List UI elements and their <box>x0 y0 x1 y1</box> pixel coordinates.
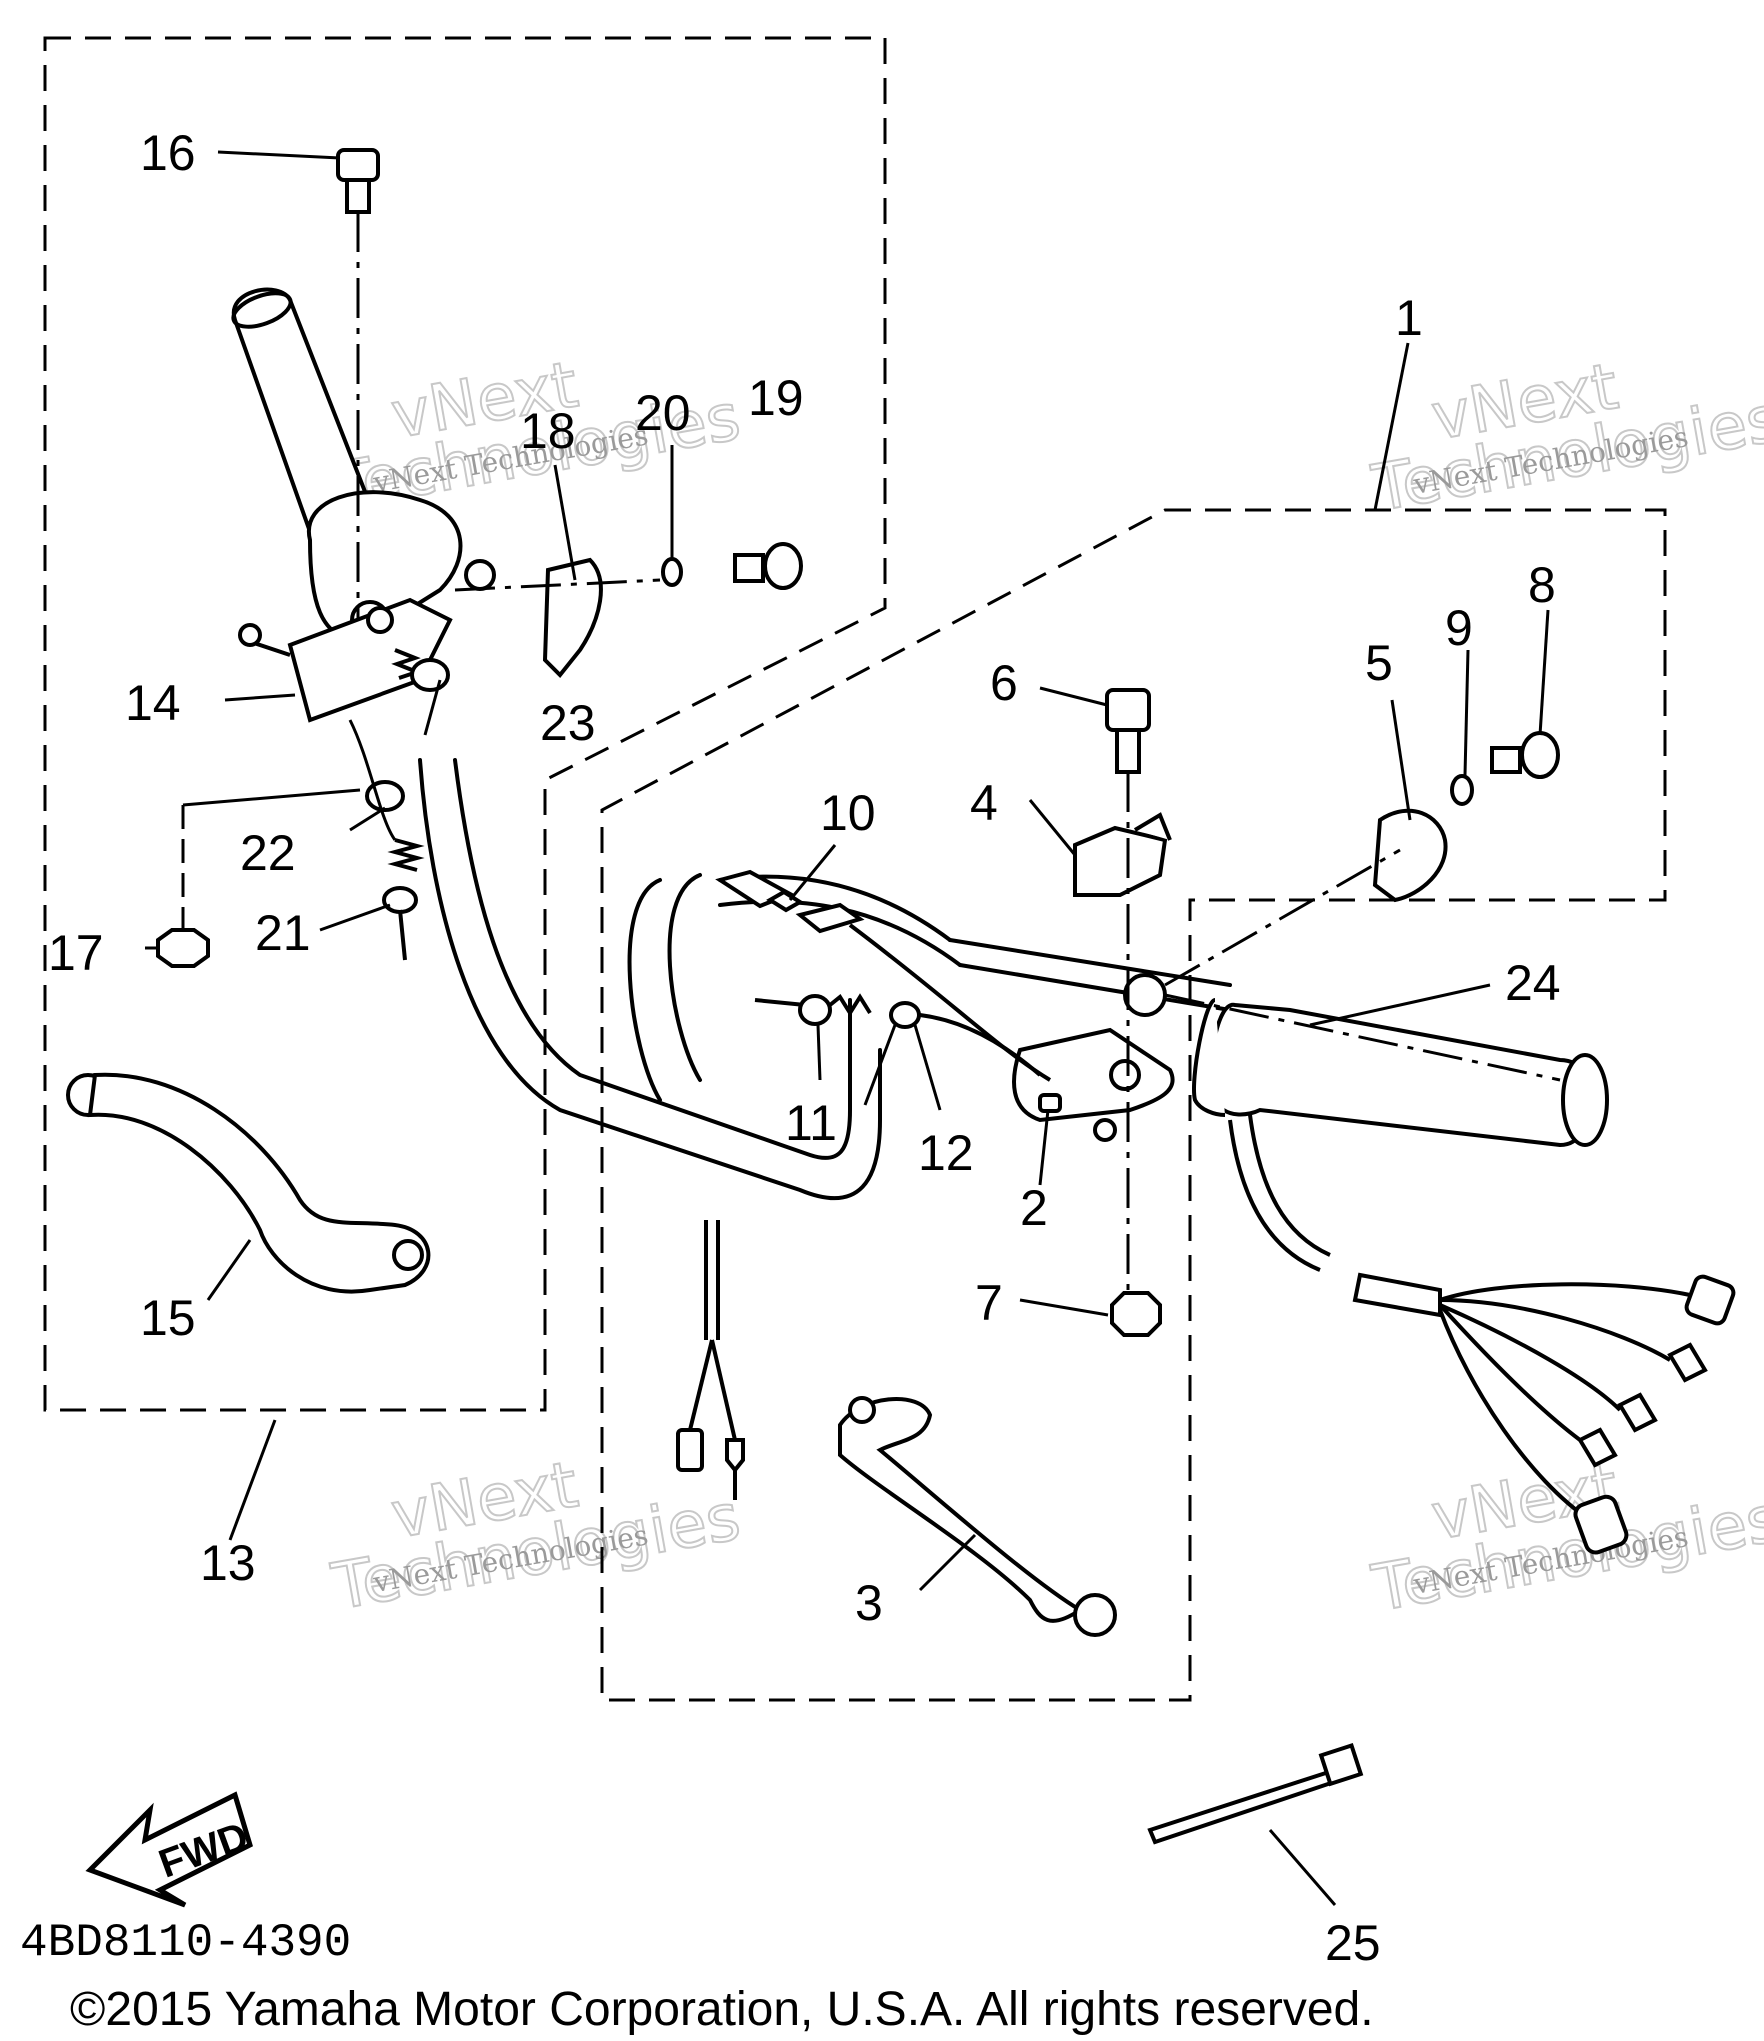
callout-2: 2 <box>1020 1180 1048 1236</box>
watermark-bottom-left: Technologies vNext vNext Technologies <box>326 1447 747 1626</box>
watermark-top-right: Technologies vNext vNext Technologies <box>1366 349 1764 528</box>
callout-25: 25 <box>1325 1915 1381 1971</box>
screw-6 <box>1105 688 1151 1290</box>
left-lever-holder <box>238 597 453 723</box>
fwd-arrow-icon: FWD <box>85 1791 254 1908</box>
clamp-5 <box>1164 808 1448 987</box>
screw-19 <box>733 542 803 590</box>
right-bracket <box>1012 973 1175 1142</box>
callout-13: 13 <box>200 1535 256 1591</box>
callout-12: 12 <box>918 1125 974 1181</box>
nut-12 <box>889 1001 1042 1077</box>
callout-9: 9 <box>1445 600 1473 656</box>
leader-lines <box>145 150 1550 1906</box>
assembly-box-right <box>600 508 1667 1702</box>
callout-19: 19 <box>748 370 804 426</box>
right-grip-24 <box>1164 993 1609 1148</box>
callout-21: 21 <box>255 905 311 961</box>
nut-22 <box>365 780 405 812</box>
callout-10: 10 <box>820 785 876 841</box>
callout-6: 6 <box>990 655 1018 711</box>
callout-5: 5 <box>1365 635 1393 691</box>
washer-20 <box>661 557 683 587</box>
callout-18: 18 <box>520 403 576 459</box>
callout-14: 14 <box>125 675 181 731</box>
handlebar <box>418 758 1232 1201</box>
assembly-box-left <box>43 36 887 1412</box>
callout-23: 23 <box>540 695 596 751</box>
callout-15: 15 <box>140 1290 196 1346</box>
callout-1: 1 <box>1395 290 1423 346</box>
switch-4 <box>1073 812 1172 897</box>
clamp-18 <box>454 557 661 678</box>
callout-16: 16 <box>140 125 196 181</box>
screw-16 <box>336 148 380 620</box>
left-grip <box>231 287 383 563</box>
diagram-code: 4BD8110-4390 <box>20 1917 351 1969</box>
adjuster-21 <box>348 719 425 961</box>
lever-3 <box>838 1396 1117 1637</box>
hanging-leads <box>676 1220 745 1500</box>
callout-20: 20 <box>635 385 691 441</box>
callout-7: 7 <box>975 1275 1003 1331</box>
callout-11: 11 <box>785 1095 837 1151</box>
washer-9 <box>1450 774 1474 806</box>
watermark-bottom-right: Technologies vNext vNext Technologies <box>1366 1449 1764 1628</box>
callout-3: 3 <box>855 1575 883 1631</box>
wiring-harness <box>1228 1114 1736 1555</box>
callout-8: 8 <box>1528 557 1556 613</box>
lever-15 <box>66 1072 431 1294</box>
screw-8 <box>1490 731 1560 779</box>
adjuster-11 <box>754 993 872 1026</box>
cable-tie-25 <box>1147 1742 1364 1845</box>
callout-17: 17 <box>48 925 104 981</box>
callout-24: 24 <box>1505 955 1561 1011</box>
callout-22: 22 <box>240 825 296 881</box>
nut-7 <box>1110 1291 1162 1337</box>
nut-17 <box>156 788 361 968</box>
callout-4: 4 <box>970 775 998 831</box>
copyright-notice: ©2015 Yamaha Motor Corporation, U.S.A. A… <box>70 1983 1374 2036</box>
callout-labels: 1 2 3 4 5 6 7 8 9 10 11 12 13 14 15 16 1… <box>48 125 1561 1971</box>
